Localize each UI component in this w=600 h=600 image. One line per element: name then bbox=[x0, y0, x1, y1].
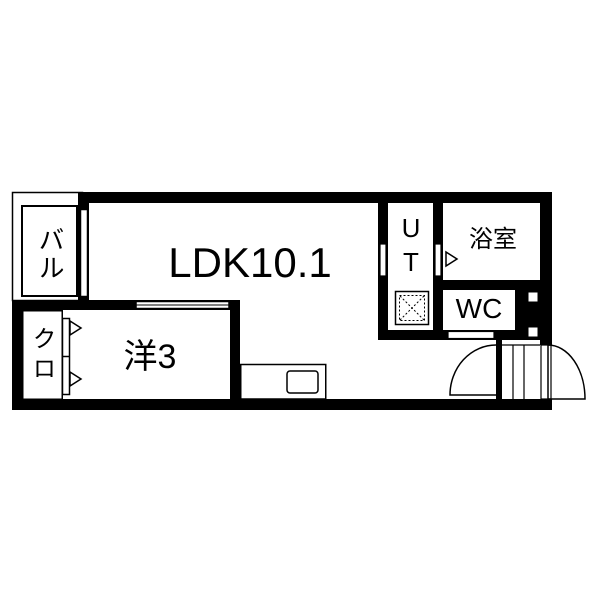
toilet-door bbox=[447, 330, 495, 340]
bathroom-label: 浴室 bbox=[469, 226, 517, 253]
door-marker-icon bbox=[69, 370, 83, 388]
wall-bath-bottom bbox=[433, 280, 552, 290]
entrance-door-swing-arc bbox=[547, 344, 586, 400]
door-marker-icon bbox=[445, 250, 459, 268]
wall-utility-bottom bbox=[378, 330, 443, 340]
bath-door bbox=[434, 243, 442, 277]
balcony-label-frame bbox=[21, 205, 78, 297]
balcony-label: バル bbox=[35, 226, 65, 282]
toilet-label: WC bbox=[455, 293, 503, 324]
pipe-shaft bbox=[527, 291, 539, 303]
kitchen-sink bbox=[286, 370, 319, 394]
wall-room-right bbox=[230, 300, 240, 410]
ldk-window bbox=[79, 208, 89, 298]
utility-label: UT bbox=[396, 213, 426, 281]
wall-bottom bbox=[12, 399, 552, 410]
washer-pan-inner bbox=[399, 295, 425, 321]
entrance-door-frame bbox=[540, 344, 552, 400]
wall-entrance-divider bbox=[496, 340, 502, 399]
wall-right-outer bbox=[540, 192, 552, 345]
wall-top bbox=[78, 192, 552, 203]
door-swing-arc bbox=[449, 344, 497, 396]
closet-frame bbox=[22, 310, 63, 400]
western-room-label: 洋3 bbox=[123, 338, 177, 376]
wall-room-left bbox=[12, 300, 22, 410]
closet-label: クロ bbox=[28, 326, 55, 386]
pipe-shaft bbox=[527, 326, 539, 338]
utility-door bbox=[379, 243, 387, 277]
ldk-label: LDK10.1 bbox=[168, 239, 332, 286]
wall-room-top bbox=[12, 300, 240, 310]
door-marker-icon bbox=[69, 319, 83, 337]
washer-pan-diagonal bbox=[399, 295, 425, 321]
